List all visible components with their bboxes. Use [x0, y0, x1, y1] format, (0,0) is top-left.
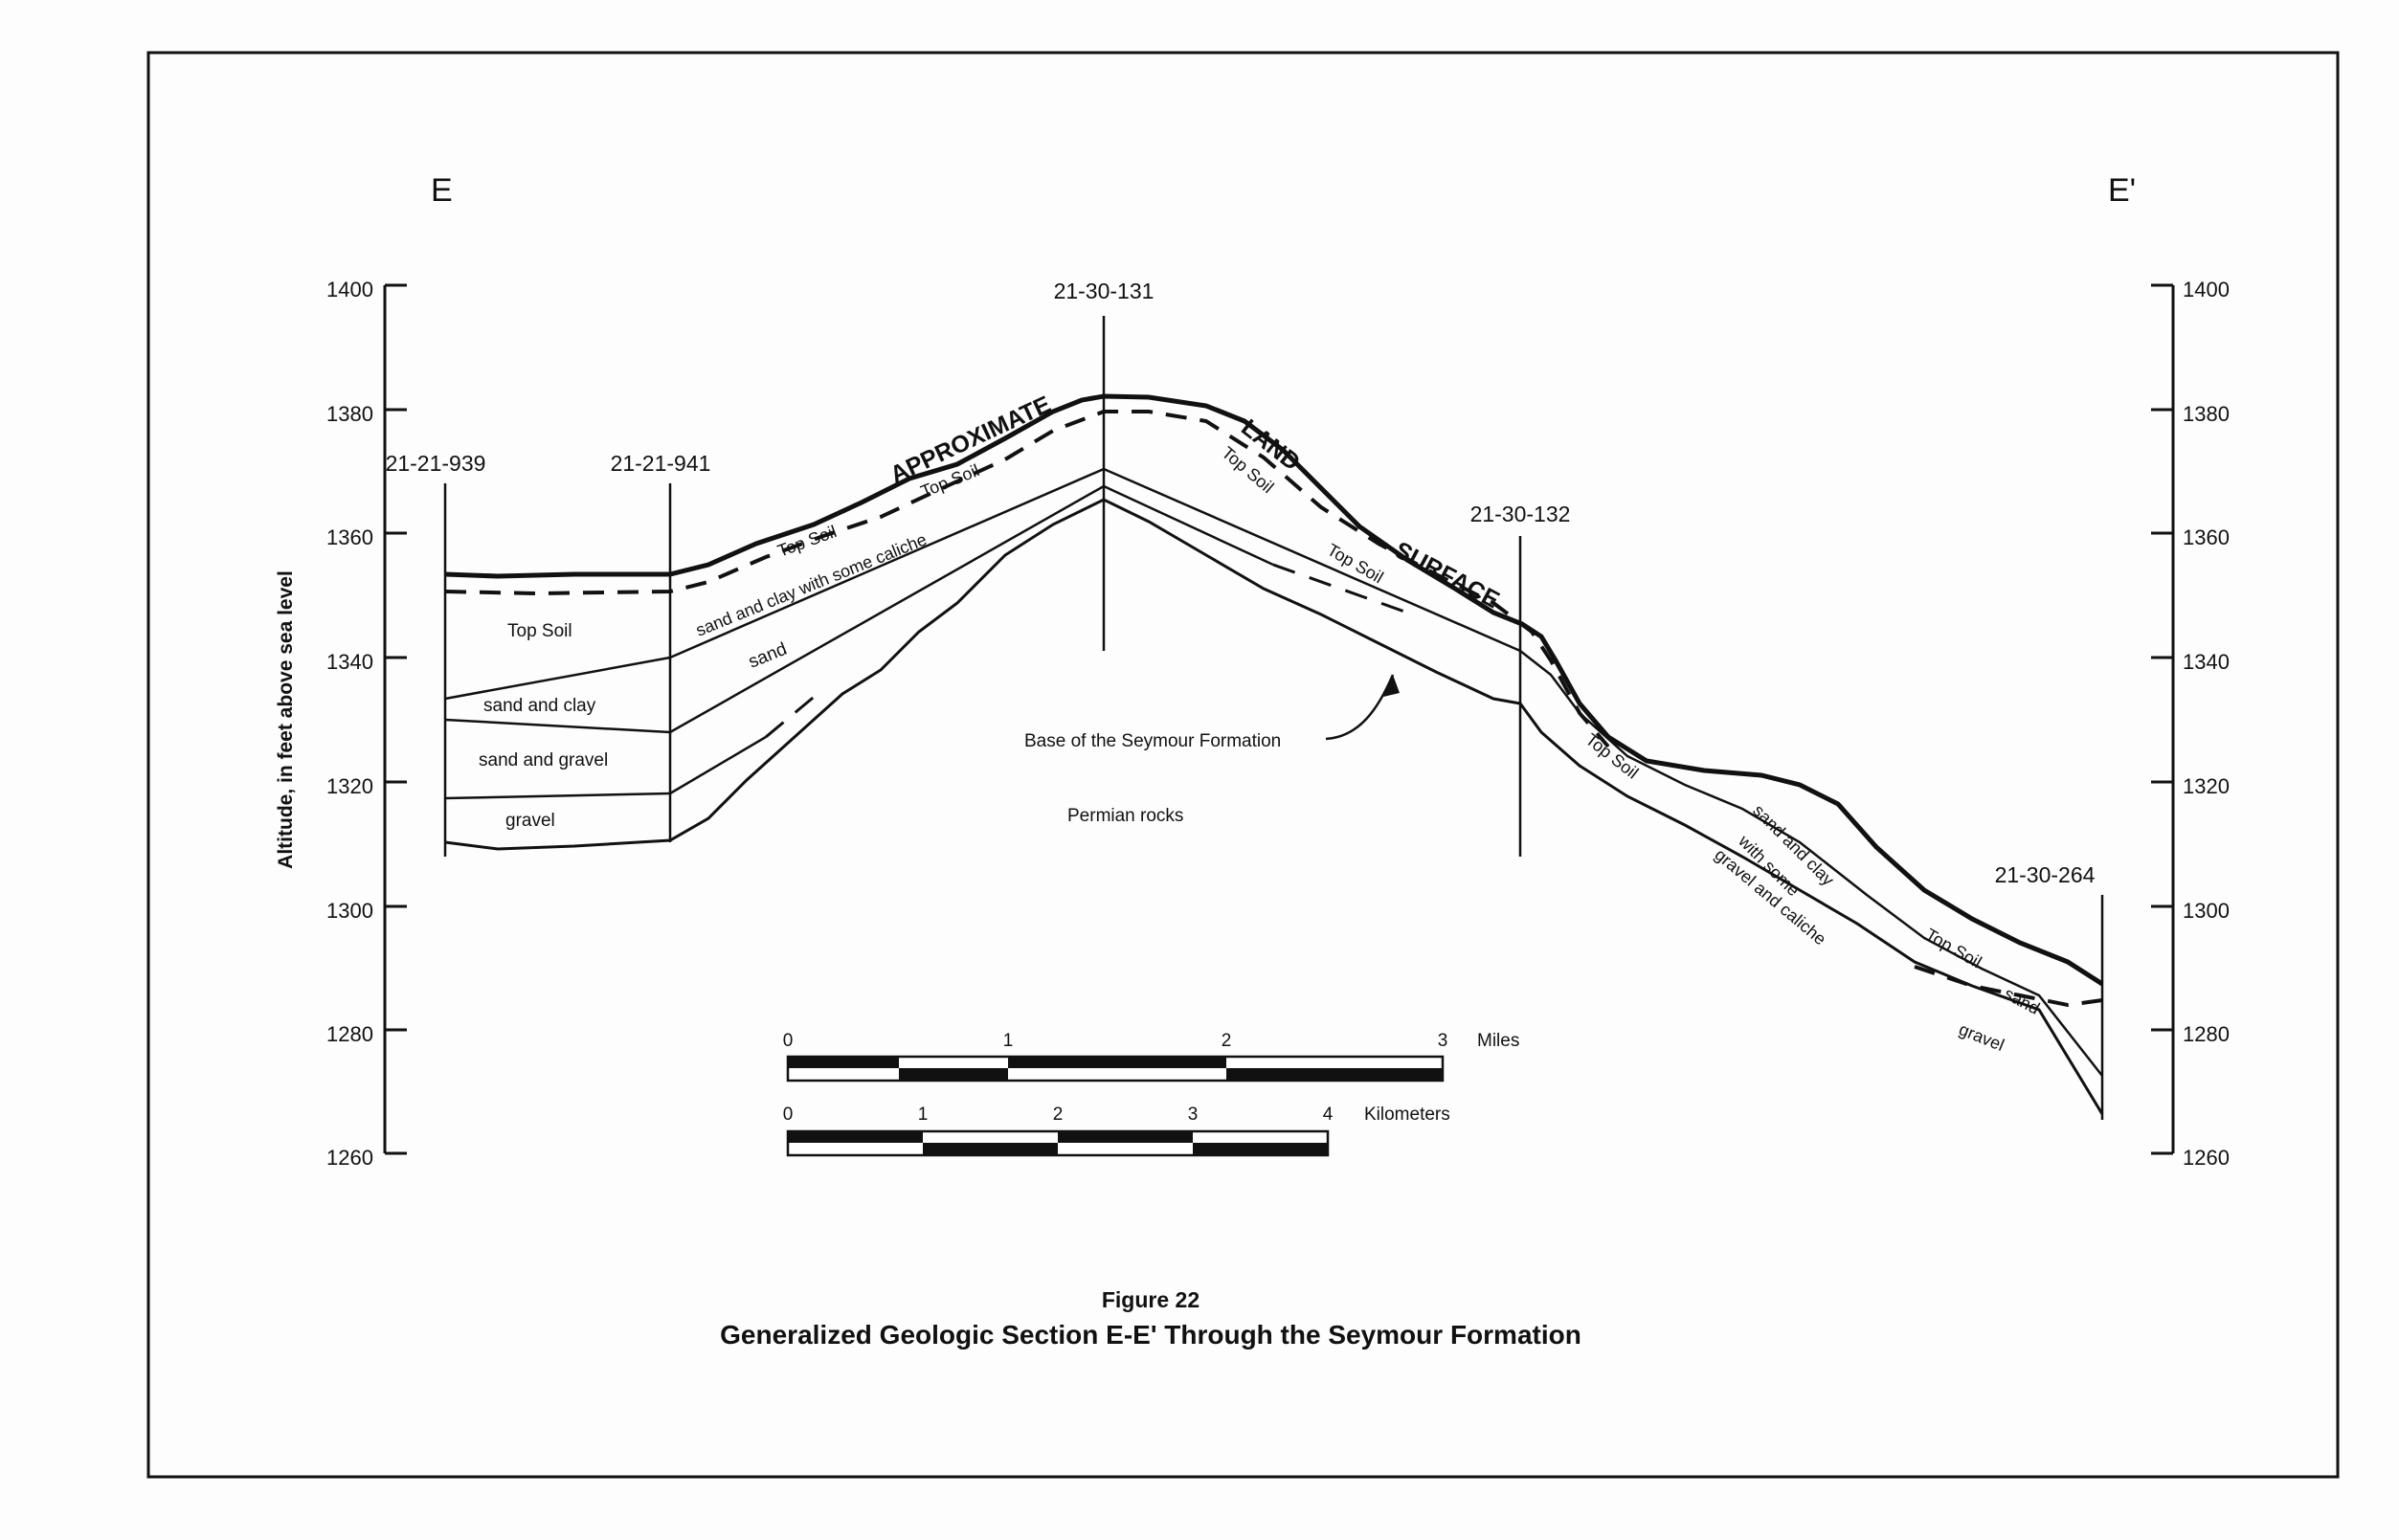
figure-frame — [146, 51, 2340, 1479]
scale-bar-miles — [786, 1055, 1445, 1082]
scale-tick-label: 0 — [783, 1031, 794, 1051]
top-soil-base-dashed — [444, 410, 1610, 748]
permian-rocks-label: Permian rocks — [1067, 806, 1183, 826]
y-tick-label: 1340 — [326, 650, 373, 674]
y-tick-label: 1400 — [2183, 278, 2230, 301]
top-soil-base-dashed-east — [1914, 965, 2103, 1008]
base-label-leader-arrow — [1325, 674, 1395, 741]
well-label: 21-21-941 — [611, 451, 711, 476]
land-surface-line — [444, 393, 2104, 987]
section-start-label: E — [431, 172, 453, 209]
layer-label-sand-and-clay: sand and clay — [483, 696, 596, 716]
base-of-seymour-label: Base of the Seymour Formation — [1024, 731, 1281, 751]
left-altitude-axis: 1400 1380 1360 1340 1320 1300 1280 1260 — [326, 278, 407, 1170]
scale-tick-label: 3 — [1438, 1031, 1448, 1051]
y-tick-label: 1320 — [326, 774, 373, 798]
dashed-contact — [765, 687, 824, 739]
well-label: 21-30-264 — [1995, 862, 2096, 887]
well-lines — [443, 316, 2104, 1120]
scale-tick-label: 2 — [1053, 1105, 1064, 1125]
y-tick-label: 1300 — [2183, 899, 2230, 923]
scale-tick-label: 1 — [918, 1105, 929, 1125]
layer-label-sand-and-gravel: sand and gravel — [479, 750, 608, 770]
y-tick-label: 1360 — [2183, 525, 2230, 549]
dashed-contact-2 — [1272, 563, 1408, 614]
base-of-seymour-line — [444, 498, 2104, 1115]
layer-label-top-soil: Top Soil — [1922, 925, 1984, 971]
y-tick-label: 1260 — [2183, 1146, 2230, 1170]
y-tick-label: 1360 — [326, 525, 373, 549]
well-label: 21-30-131 — [1054, 279, 1155, 303]
layer-contacts — [444, 467, 2103, 1077]
scale-bar-kilometers — [786, 1129, 1330, 1157]
y-tick-label: 1300 — [326, 899, 373, 923]
scale-tick-label: 2 — [1222, 1031, 1232, 1051]
layer-label-sand: sand — [2001, 984, 2043, 1018]
section-end-label: E' — [2108, 172, 2136, 209]
figure-title: Generalized Geologic Section E-E' Throug… — [720, 1320, 1581, 1350]
scale-tick-label: 4 — [1323, 1105, 1334, 1125]
scale-tick-label: 0 — [783, 1105, 794, 1125]
y-tick-label: 1380 — [326, 402, 373, 426]
scale-tick-label: 3 — [1188, 1105, 1199, 1125]
y-tick-label: 1260 — [326, 1146, 373, 1170]
y-tick-label: 1340 — [2183, 650, 2230, 674]
y-axis-label: Altitude, in feet above sea level — [275, 570, 297, 869]
y-tick-label: 1320 — [2183, 774, 2230, 798]
right-altitude-axis: 1400 1380 1360 1340 1320 1300 1280 1260 — [2151, 278, 2230, 1170]
layer-label-gravel: gravel — [1957, 1019, 2007, 1055]
scale-unit-kilometers: Kilometers — [1364, 1105, 1450, 1125]
y-tick-label: 1380 — [2183, 402, 2230, 426]
well-label: 21-21-939 — [386, 451, 486, 476]
y-tick-label: 1400 — [326, 278, 373, 301]
layer-label-gravel: gravel — [505, 811, 555, 831]
y-tick-label: 1280 — [2183, 1022, 2230, 1046]
arrowhead-icon — [1383, 675, 1400, 697]
y-tick-label: 1280 — [326, 1022, 373, 1046]
scale-tick-label: 1 — [1003, 1031, 1014, 1051]
scale-unit-miles: Miles — [1477, 1031, 1519, 1051]
layer-label-top-soil: Top Soil — [507, 621, 572, 641]
figure-number: Figure 22 — [1102, 1287, 1200, 1312]
well-label: 21-30-132 — [1470, 502, 1571, 526]
